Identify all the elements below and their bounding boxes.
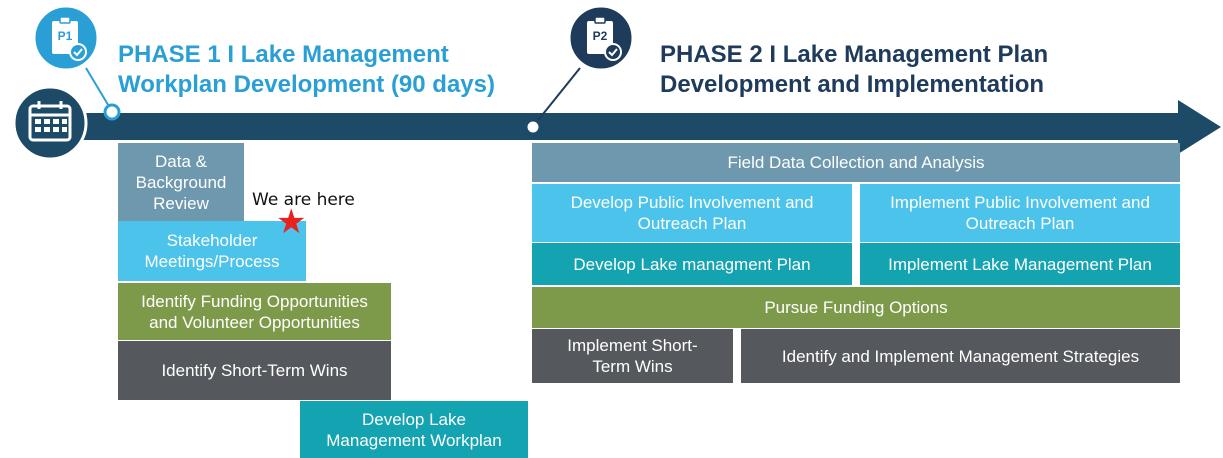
clipboard-check-icon bbox=[52, 21, 78, 54]
implement-short-term-wins: Implement Short- Term Wins bbox=[532, 329, 733, 383]
step-stakeholder-meetings: Stakeholder Meetings/Process bbox=[118, 221, 306, 281]
phase1-badge-label: P1 bbox=[58, 29, 73, 43]
phase2-badge: P2 bbox=[567, 4, 635, 72]
star-icon: ★ bbox=[276, 203, 307, 241]
develop-outreach-plan: Develop Public Involvement and Outreach … bbox=[532, 184, 852, 242]
step-short-term-wins: Identify Short-Term Wins bbox=[118, 341, 391, 400]
step-identify-funding: Identify Funding Opportunities and Volun… bbox=[118, 283, 391, 340]
develop-lake-management-plan: Develop Lake managment Plan bbox=[532, 243, 852, 285]
implement-outreach-plan: Implement Public Involvement and Outreac… bbox=[860, 184, 1180, 242]
we-are-here-label: We are here bbox=[252, 190, 355, 210]
phase2-title: PHASE 2 I Lake Management Plan Developme… bbox=[660, 41, 1049, 98]
pursue-funding-options: Pursue Funding Options bbox=[532, 287, 1180, 328]
field-data-collection: Field Data Collection and Analysis bbox=[532, 143, 1180, 182]
phase1-badge: P1 bbox=[32, 4, 100, 72]
phase2-connector bbox=[534, 67, 581, 125]
calendar-icon bbox=[12, 85, 88, 161]
phase2-milestone-dot bbox=[524, 118, 542, 136]
phase1-connector bbox=[85, 67, 111, 109]
phase1-milestone-dot bbox=[103, 103, 121, 121]
phase1-title: PHASE 1 I Lake Management Workplan Devel… bbox=[118, 41, 495, 98]
phase2-badge-label: P2 bbox=[593, 29, 608, 43]
step-develop-workplan: Develop Lake Management Workplan bbox=[300, 401, 528, 458]
implement-lake-management-plan: Implement Lake Management Plan bbox=[860, 243, 1180, 285]
timeline-arrow bbox=[40, 100, 1221, 154]
identify-management-strategies: Identify and Implement Management Strate… bbox=[741, 329, 1180, 383]
clipboard-check-icon bbox=[587, 21, 613, 54]
step-data-background-review: Data & Background Review bbox=[118, 143, 244, 221]
